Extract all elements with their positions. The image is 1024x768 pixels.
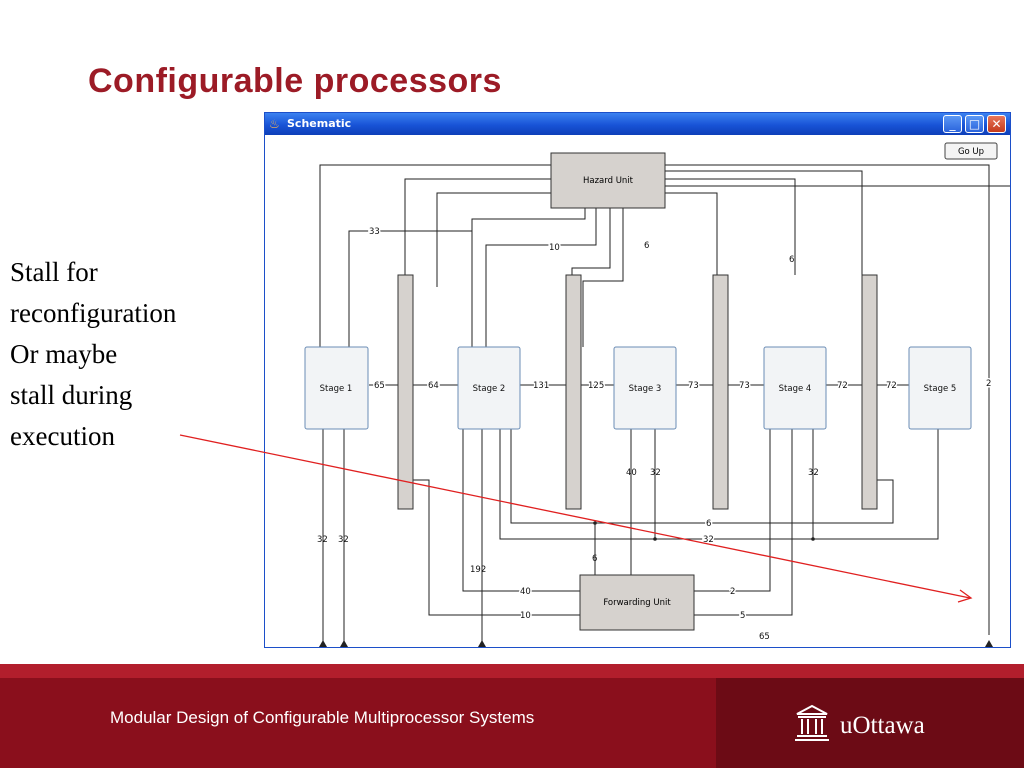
note-line: execution [10,421,115,451]
slide-title: Configurable processors [88,62,502,100]
stage-1-block[interactable] [304,346,369,430]
bus-width-label: 131 [533,381,549,391]
window-title: Schematic [287,117,352,130]
note-line: Stall for [10,257,98,287]
bus-width-label: 73 [688,381,699,391]
hazard-unit-block[interactable] [550,152,666,209]
close-button[interactable]: ✕ [987,115,1006,133]
schematic-window: ♨ Schematic _ □ ✕ [264,112,1011,648]
bus-width-label: 192 [470,565,486,575]
stage-1-label: Stage 1 [320,384,353,394]
bus-width-label: 32 [317,535,328,545]
stage-5-block[interactable] [908,346,972,430]
bus-width-label: 72 [837,381,848,391]
stage-3-label: Stage 3 [629,384,662,394]
bus-width-label: 65 [759,632,770,642]
bus-width-label: 32 [808,468,819,478]
stage-2-block[interactable] [457,346,521,430]
bus-width-label: 6 [789,255,794,265]
university-building-icon [795,704,829,741]
stage-5-label: Stage 5 [924,384,957,394]
forwarding-unit-block[interactable] [579,574,695,631]
go-up-button[interactable] [944,142,998,160]
pipeline-register[interactable] [712,274,729,510]
bus-width-label: 5 [740,611,745,621]
bus-width-label: 73 [739,381,750,391]
bus-width-label: 40 [520,587,531,597]
pipeline-register[interactable] [397,274,414,510]
bus-width-label: 64 [428,381,439,391]
hazard-unit-label: Hazard Unit [583,176,634,186]
window-titlebar[interactable]: ♨ Schematic _ □ ✕ [265,113,1010,135]
stage-4-label: Stage 4 [779,384,812,394]
footer-logo-panel [716,678,1024,768]
stage-4-block[interactable] [763,346,827,430]
footer-bar: Modular Design of Configurable Multiproc… [0,664,1024,768]
bus-width-label: 10 [549,243,560,253]
bus-width-label: 40 [626,468,637,478]
note-line: reconfiguration [10,298,177,328]
schematic-diagram: Hazard Unit Stage 1 Stage 2 Stage 3 Stag… [304,142,1010,647]
footer-text: Modular Design of Configurable Multiproc… [110,708,535,727]
pipeline-register[interactable] [861,274,878,510]
bus-width-label: 125 [588,381,604,391]
footer-band [0,664,1024,678]
bus-width-label: 6 [592,554,597,564]
pipeline-register[interactable] [565,274,582,510]
maximize-button[interactable]: □ [965,115,984,133]
bus-width-label: 65 [374,381,385,391]
bus-width-label: 2 [986,379,991,389]
note-line: stall during [10,380,133,410]
logo-text: uOttawa [840,712,925,739]
bus-width-label: 32 [338,535,349,545]
go-up-label: Go Up [958,147,984,157]
bus-width-label: 72 [886,381,897,391]
stage-2-label: Stage 2 [473,384,506,394]
bus-width-label: 32 [650,468,661,478]
forwarding-unit-label: Forwarding Unit [603,598,671,608]
bus-width-label: 6 [706,519,711,529]
bus-width-label: 6 [644,241,649,251]
java-cup-icon: ♨ [269,117,280,131]
minimize-button[interactable]: _ [943,115,962,133]
note-line: Or maybe [10,339,118,369]
notes-list: Stall for reconfiguration Or maybe stall… [10,252,176,457]
bus-width-label: 10 [520,611,531,621]
bus-width-label: 2 [730,587,735,597]
bus-width-label: 33 [369,227,380,237]
stage-3-block[interactable] [613,346,677,430]
